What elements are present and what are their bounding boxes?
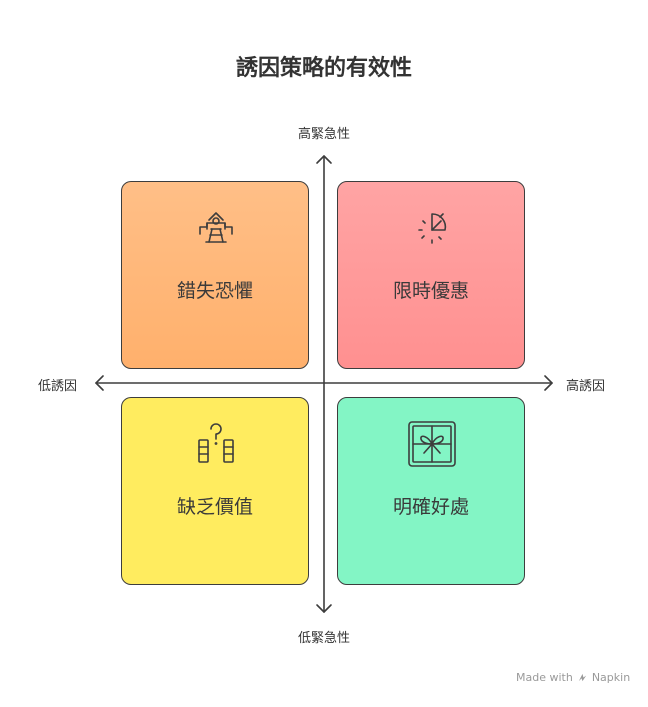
stopwatch-icon bbox=[418, 213, 447, 244]
quadrant-label: 明確好處 bbox=[392, 496, 469, 518]
quadrant-top-left: 錯失恐懼 bbox=[121, 181, 309, 369]
quadrant-label: 錯失恐懼 bbox=[176, 280, 253, 302]
napkin-logo-icon bbox=[578, 673, 586, 682]
diagram-title: 誘因策略的有效性 bbox=[235, 56, 412, 81]
building-icon bbox=[199, 212, 233, 243]
quadrant-label: 限時優惠 bbox=[392, 280, 469, 302]
quadrant-top-right: 限時優惠 bbox=[337, 181, 525, 369]
axis-arrow-up bbox=[316, 155, 332, 164]
quadrant-bottom-right: 明確好處 bbox=[337, 397, 525, 585]
watermark-text: Made with bbox=[516, 671, 573, 684]
y-axis-bottom-label: 低緊急性 bbox=[297, 631, 350, 646]
quadrant-bottom-left: 缺乏價值 bbox=[121, 397, 309, 585]
axis-arrow-left bbox=[95, 375, 104, 391]
y-axis-top-label: 高緊急性 bbox=[297, 127, 350, 142]
watermark: Made with Napkin bbox=[516, 671, 630, 684]
axis-arrow-down bbox=[316, 604, 332, 613]
question-bars-icon bbox=[198, 423, 234, 463]
quadrant-label: 缺乏價值 bbox=[176, 496, 253, 518]
watermark-brand: Napkin bbox=[591, 671, 631, 684]
x-axis-right-label: 高誘因 bbox=[566, 379, 606, 394]
gift-icon bbox=[408, 421, 456, 467]
x-axis-left-label: 低誘因 bbox=[38, 379, 78, 394]
axis-arrow-right bbox=[544, 375, 553, 391]
